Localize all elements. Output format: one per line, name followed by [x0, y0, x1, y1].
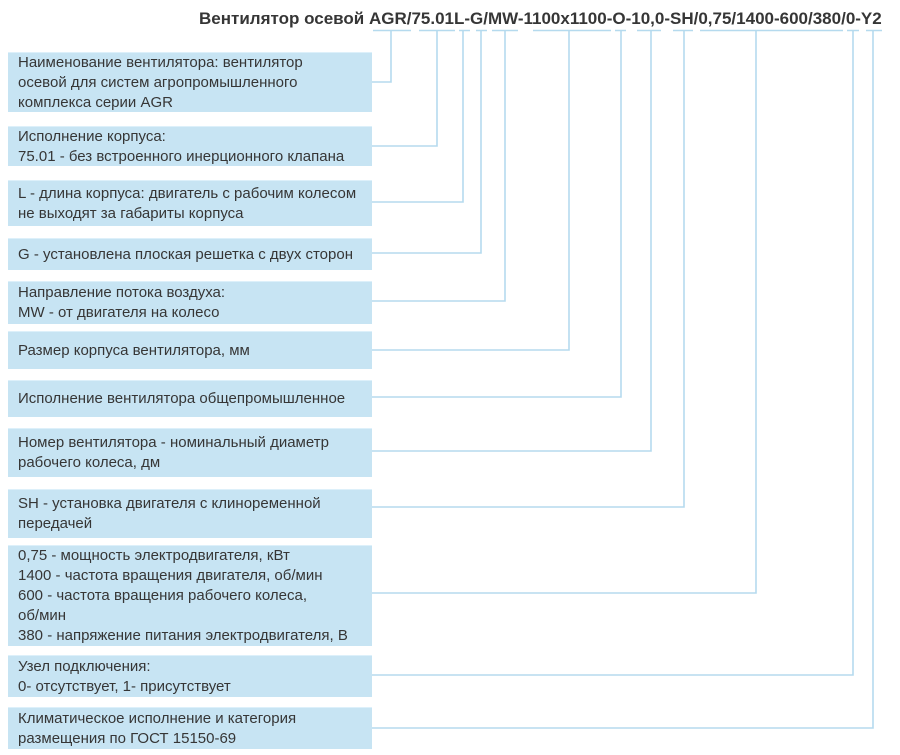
connector-motor-specs [372, 29, 843, 594]
box-housing-size: Размер корпуса вентилятора, мм [8, 331, 372, 369]
connector-fan-name [372, 29, 411, 83]
page-title: Вентилятор осевой AGR/75.01L-G/MW-1100x1… [199, 9, 882, 28]
connector-housing-size [372, 29, 611, 351]
box-connection-unit: Узел подключения: 0- отсутствует, 1- при… [8, 655, 372, 697]
connector-motor-mount [372, 29, 693, 508]
connector-climatic [372, 29, 882, 729]
box-motor-specs: 0,75 - мощность электродвигателя, кВт 14… [8, 545, 372, 646]
box-climatic: Климатическое исполнение и категория раз… [8, 707, 372, 749]
box-airflow-direction: Направление потока воздуха: MW - от двиг… [8, 281, 372, 324]
box-fan-number: Номер вентилятора - номинальный диаметр … [8, 428, 372, 477]
connector-grille [372, 29, 487, 254]
connector-connection-unit [372, 29, 859, 676]
connector-airflow-direction [372, 29, 518, 302]
box-housing-version: Исполнение корпуса: 75.01 - без встроенн… [8, 126, 372, 166]
box-housing-length: L - длина корпуса: двигатель с рабочим к… [8, 180, 372, 226]
connector-fan-number [372, 29, 661, 452]
connector-housing-version [372, 29, 455, 147]
box-fan-name: Наименование вентилятора: вентилятор осе… [8, 52, 372, 112]
connector-housing-length [372, 29, 470, 203]
connector-fan-design [372, 29, 626, 398]
box-grille: G - установлена плоская решетка с двух с… [8, 238, 372, 270]
box-fan-design: Исполнение вентилятора общепромышленное [8, 380, 372, 417]
box-motor-mount: SH - установка двигателя с клиноременной… [8, 489, 372, 538]
